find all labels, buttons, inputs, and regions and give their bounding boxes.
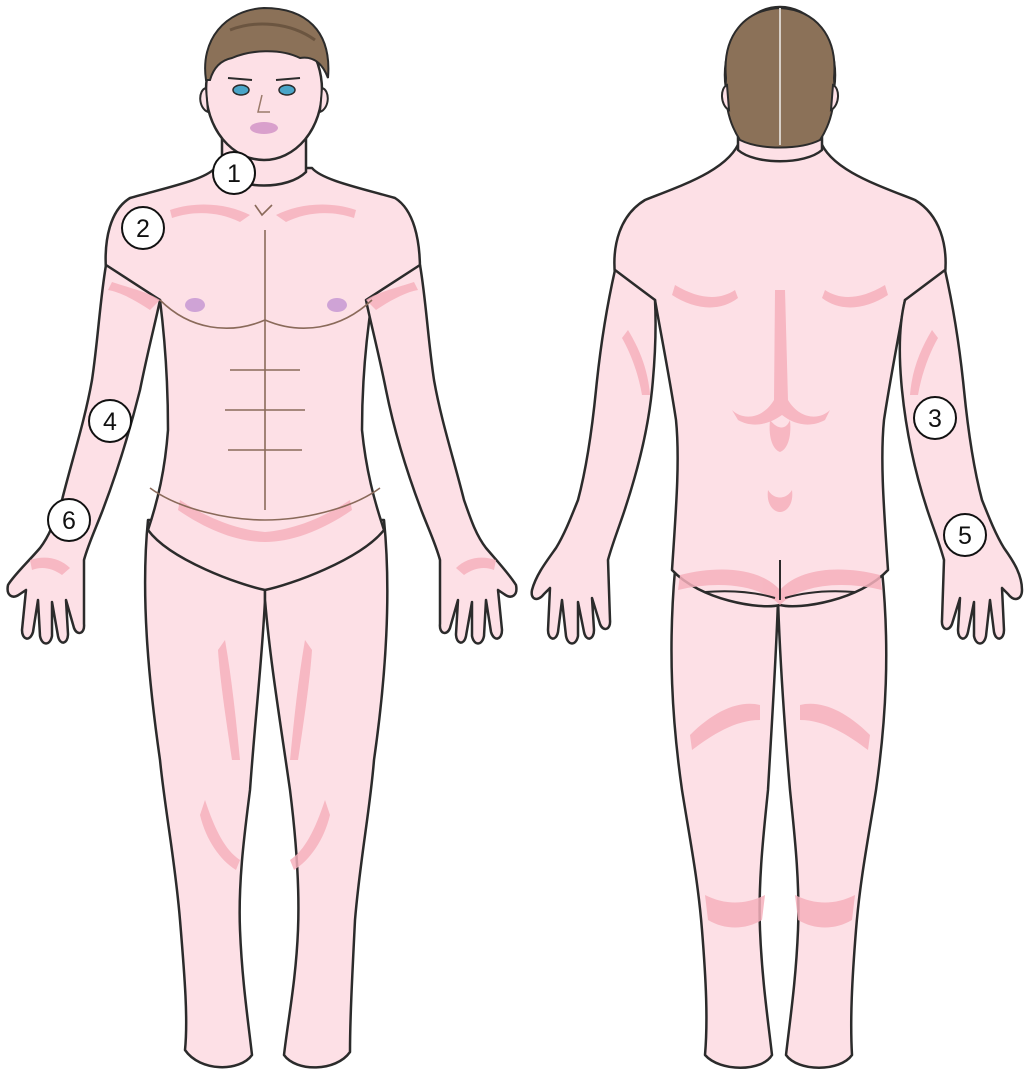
front-figure <box>8 8 517 1067</box>
front-left-eye <box>233 85 249 95</box>
marker-6-label: 6 <box>62 507 76 535</box>
marker-5-label: 5 <box>958 522 972 550</box>
front-left-leg <box>145 520 265 1067</box>
front-left-arm <box>8 265 160 644</box>
marker-1-label: 1 <box>227 160 241 188</box>
back-left-arm <box>532 270 656 644</box>
front-right-eye <box>279 85 295 95</box>
front-lips <box>250 122 278 134</box>
marker-4-label: 4 <box>103 408 117 436</box>
marker-5: 5 <box>944 514 986 556</box>
back-right-leg <box>778 570 886 1068</box>
marker-4: 4 <box>89 400 131 442</box>
front-right-arm <box>366 265 516 644</box>
marker-3-label: 3 <box>928 405 942 433</box>
marker-6: 6 <box>48 499 90 541</box>
back-right-arm <box>900 270 1022 644</box>
front-skin <box>8 20 517 1067</box>
marker-3: 3 <box>914 397 956 439</box>
marker-1: 1 <box>213 152 255 194</box>
marker-2: 2 <box>122 207 164 249</box>
front-right-leg <box>265 520 387 1067</box>
marker-2-label: 2 <box>136 215 150 243</box>
back-left-leg <box>671 570 778 1068</box>
